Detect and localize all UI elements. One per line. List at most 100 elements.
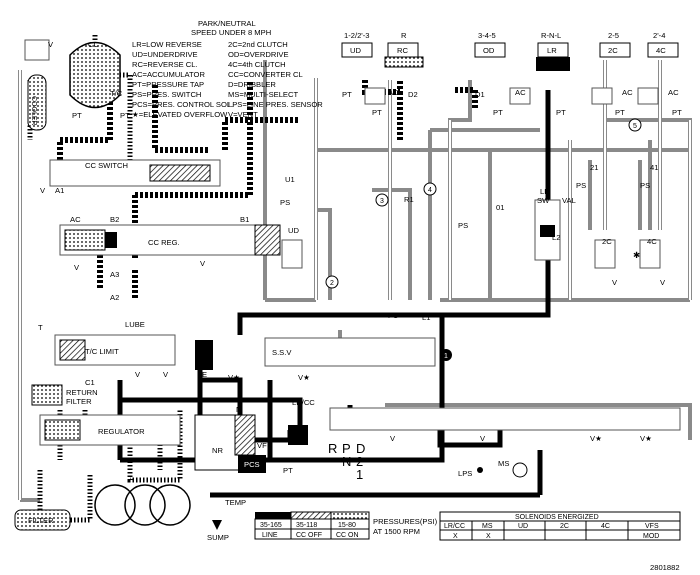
vstar-label-2: V★ [298,373,310,382]
clutch-label-od: OD [483,46,495,55]
vent-label-4c: V [660,278,666,287]
d2-label: D2 [408,90,418,99]
return-filter-label-1: RETURN [66,388,98,397]
u1-label: U1 [285,175,295,184]
sump-label: SUMP [207,533,229,542]
clutch-label-4c: 4C [656,46,666,55]
marker-2 [325,275,339,289]
mode-cc-off: CC OFF [296,532,322,539]
ps-label-u1: PS [280,198,290,207]
marker-2-text: 2 [330,280,334,287]
pcs-label: PCS [244,460,260,469]
legend-left-0: LR=LOW REVERSE [132,40,202,49]
legend-right-7: V=VENT [228,110,258,119]
sol-v-5: MOD [643,533,659,540]
ac-accumulator-4 [637,87,659,105]
exhaust-lines [18,60,692,502]
2c-accumulator [594,239,616,269]
gear-d: D [356,441,365,456]
tc-label: T/C [110,89,123,98]
cc-label: CC [88,40,99,49]
pump [94,484,191,526]
a3-label: A3 [110,270,119,279]
pt-label-1: PT [72,111,82,120]
torque-converter [69,41,121,109]
pt-label-rc: PT [372,108,382,117]
tc-limit-label: T/C LIMIT [85,347,119,356]
clutch-box-ud [341,42,373,58]
vf-spring [234,414,256,456]
ssv-label: S.S.V [272,348,292,357]
swatch-line [255,512,291,519]
temp-label: TEMP [225,498,246,507]
legend: PARK/NEUTRAL SPEED UNDER 8 MPH LR=LOW RE… [132,19,323,119]
regulator-spring [44,419,81,441]
gear-p: P [342,441,351,456]
ac-accumulator-1 [364,87,386,105]
2c-acc-label: 2C [602,237,612,246]
legend-right-2: 4C=4th CLUTCH [228,60,286,69]
marker-1 [440,349,452,361]
clutch-box-2c [599,42,631,58]
lr-label-2: SW [537,196,550,205]
legend-right-5: MS=MULTI-SELECT [228,90,298,99]
sol-h-0: LR/CC [444,523,465,530]
clutch-gear-od: 3-4-5 [478,31,496,40]
clutch-gear-ud: 1-2/2'-3 [344,31,370,40]
sol-h-5: VFS [645,523,659,530]
lube-label: LUBE [125,320,145,329]
pressure-caption-1: PRESSURES(PSI) [373,517,438,526]
clutch-gear-4c: 2'-4 [653,31,665,40]
legend-left-4: PT=PRESSURE TAP [132,80,204,89]
b1-label: B1 [240,215,249,224]
val-label: VAL [562,196,576,205]
vent-label-ccreg-2: V [200,259,206,268]
filter [14,509,71,531]
vstar-label-1: V★ [228,373,240,382]
bigstar-4c: ✱ [633,250,640,260]
return-filter-label-2: FILTER [66,397,92,406]
legend-left-6: PCS=PRES. CONTROL SOL. [132,100,233,109]
rc-piston [384,56,424,68]
vent-label-tclimit: V [135,370,141,379]
solenoids-table: SOLENOIDS ENERGIZED LR/CC MS UD 2C 4C VF… [439,511,681,541]
legend-left-3: AC=ACCUMULATOR [132,70,205,79]
legend-right-1: OD=OVERDRIVE [228,50,289,59]
a2-label: A2 [110,293,119,302]
r1-label: R1 [404,195,414,204]
sol-h-3: 2C [560,523,569,530]
clutch-gear-lr: R-N-L [541,31,561,40]
range-cc-off: 35-118 [296,522,317,529]
ud-accumulator [281,239,303,269]
legend-left-1: UD=UNDERDRIVE [132,50,198,59]
range-line: 35-165 [260,522,282,529]
marker-5-text: 5 [633,123,637,130]
pt-label-pcs: PT [283,466,293,475]
pt-label-4c: PT [672,108,682,117]
clutch-label-rc: RC [397,46,408,55]
sump-icon [212,520,222,530]
solenoids-box [439,511,681,541]
m-label: M [236,405,242,414]
ps-label-o1: PS [458,221,468,230]
ud-acc-label: UD [288,226,299,235]
pt-label-od: PT [493,108,503,117]
pcs-solenoid [238,455,266,473]
b2-label: B2 [110,215,119,224]
a1-label: A1 [55,186,64,195]
clutch-box-4c [647,42,679,58]
vent-label-cooler: V [48,40,54,49]
clutch-gear-rc: R [401,31,407,40]
vent-label-ccreg: V [74,263,80,272]
n41-label: 41 [650,163,658,172]
figure-id: 2801882 [650,563,680,572]
gear-1: 1 [356,467,363,482]
cooler-valve [24,39,50,61]
lrcc-solenoid [288,425,308,445]
ac-label-od: AC [515,88,526,97]
sol-h-4: 4C [601,523,610,530]
vent-label-manual: V [480,434,486,443]
sol-h-1: MS [482,523,493,530]
legend-right-0: 2C=2nd CLUTCH [228,40,288,49]
